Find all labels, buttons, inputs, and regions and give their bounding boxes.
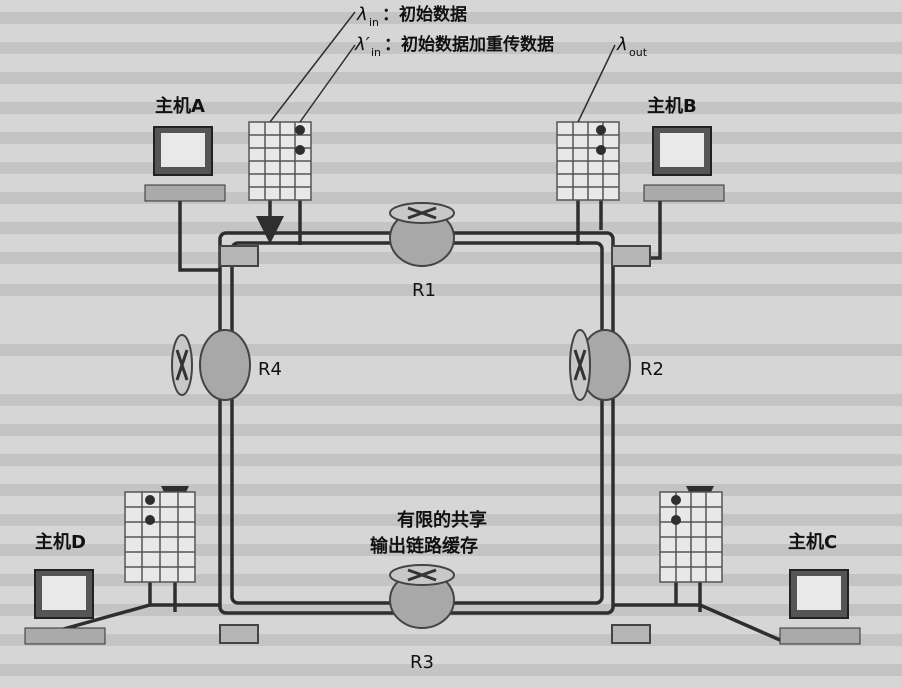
router-label-r2: R2: [640, 359, 664, 380]
center-label-line1: 有限的共享: [397, 509, 487, 531]
buffer-grid-top-right: [556, 121, 620, 201]
buffer-grid-top-left: [248, 121, 312, 201]
legend-lambda-in-prime: λ′: [354, 34, 370, 55]
legend-lambda-in-prime-sub: in: [371, 46, 381, 59]
switch-top-left: [219, 245, 259, 267]
legend-leader-lines: [269, 11, 616, 123]
router-label-r1: R1: [412, 280, 436, 301]
router-r3: [389, 564, 455, 629]
legend-lambda-in-prime-text: ：初始数据加重传数据: [384, 34, 554, 55]
router-label-r3: R3: [410, 652, 434, 673]
center-label-line2: 输出链路缓存: [370, 535, 478, 557]
legend-lambda-out: λ: [616, 34, 628, 55]
host-label-b: 主机B: [647, 95, 697, 117]
router-label-r4: R4: [258, 359, 282, 380]
legend-lambda-in-text: ：初始数据: [382, 4, 467, 25]
switch-icons: [219, 245, 651, 644]
switch-bottom-right: [611, 624, 651, 644]
switch-top-right: [611, 245, 651, 267]
legend-lambda-out-sub: out: [629, 46, 648, 59]
router-r2: [569, 329, 631, 401]
buffer-grid-bottom-left: [124, 491, 196, 583]
host-label-c: 主机C: [788, 531, 837, 553]
legend-lambda-in-sub: in: [369, 16, 379, 29]
router-r4: [171, 329, 251, 401]
host-computer-b: [643, 126, 725, 202]
host-computer-a: [144, 126, 226, 202]
flow-path-host-a: [178, 200, 220, 272]
host-label-a: 主机A: [155, 95, 205, 117]
legend-lambda-in: λ: [356, 4, 368, 25]
router-r1: [389, 202, 455, 267]
host-label-d: 主机D: [35, 531, 86, 553]
buffer-grid-bottom-right: [659, 491, 723, 583]
host-computer-d: [24, 569, 106, 645]
switch-bottom-left: [219, 624, 259, 644]
packet-dots: [145, 125, 681, 525]
host-computer-c: [779, 569, 861, 645]
